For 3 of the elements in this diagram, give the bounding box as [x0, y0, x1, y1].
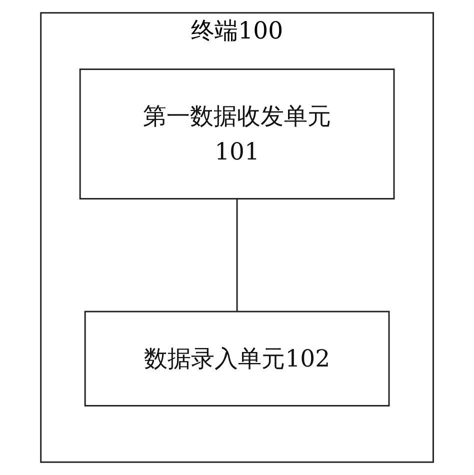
node-box: 数据录入单元102	[84, 310, 390, 406]
connector	[236, 198, 238, 312]
node-box: 第一数据收发单元101	[79, 68, 395, 200]
